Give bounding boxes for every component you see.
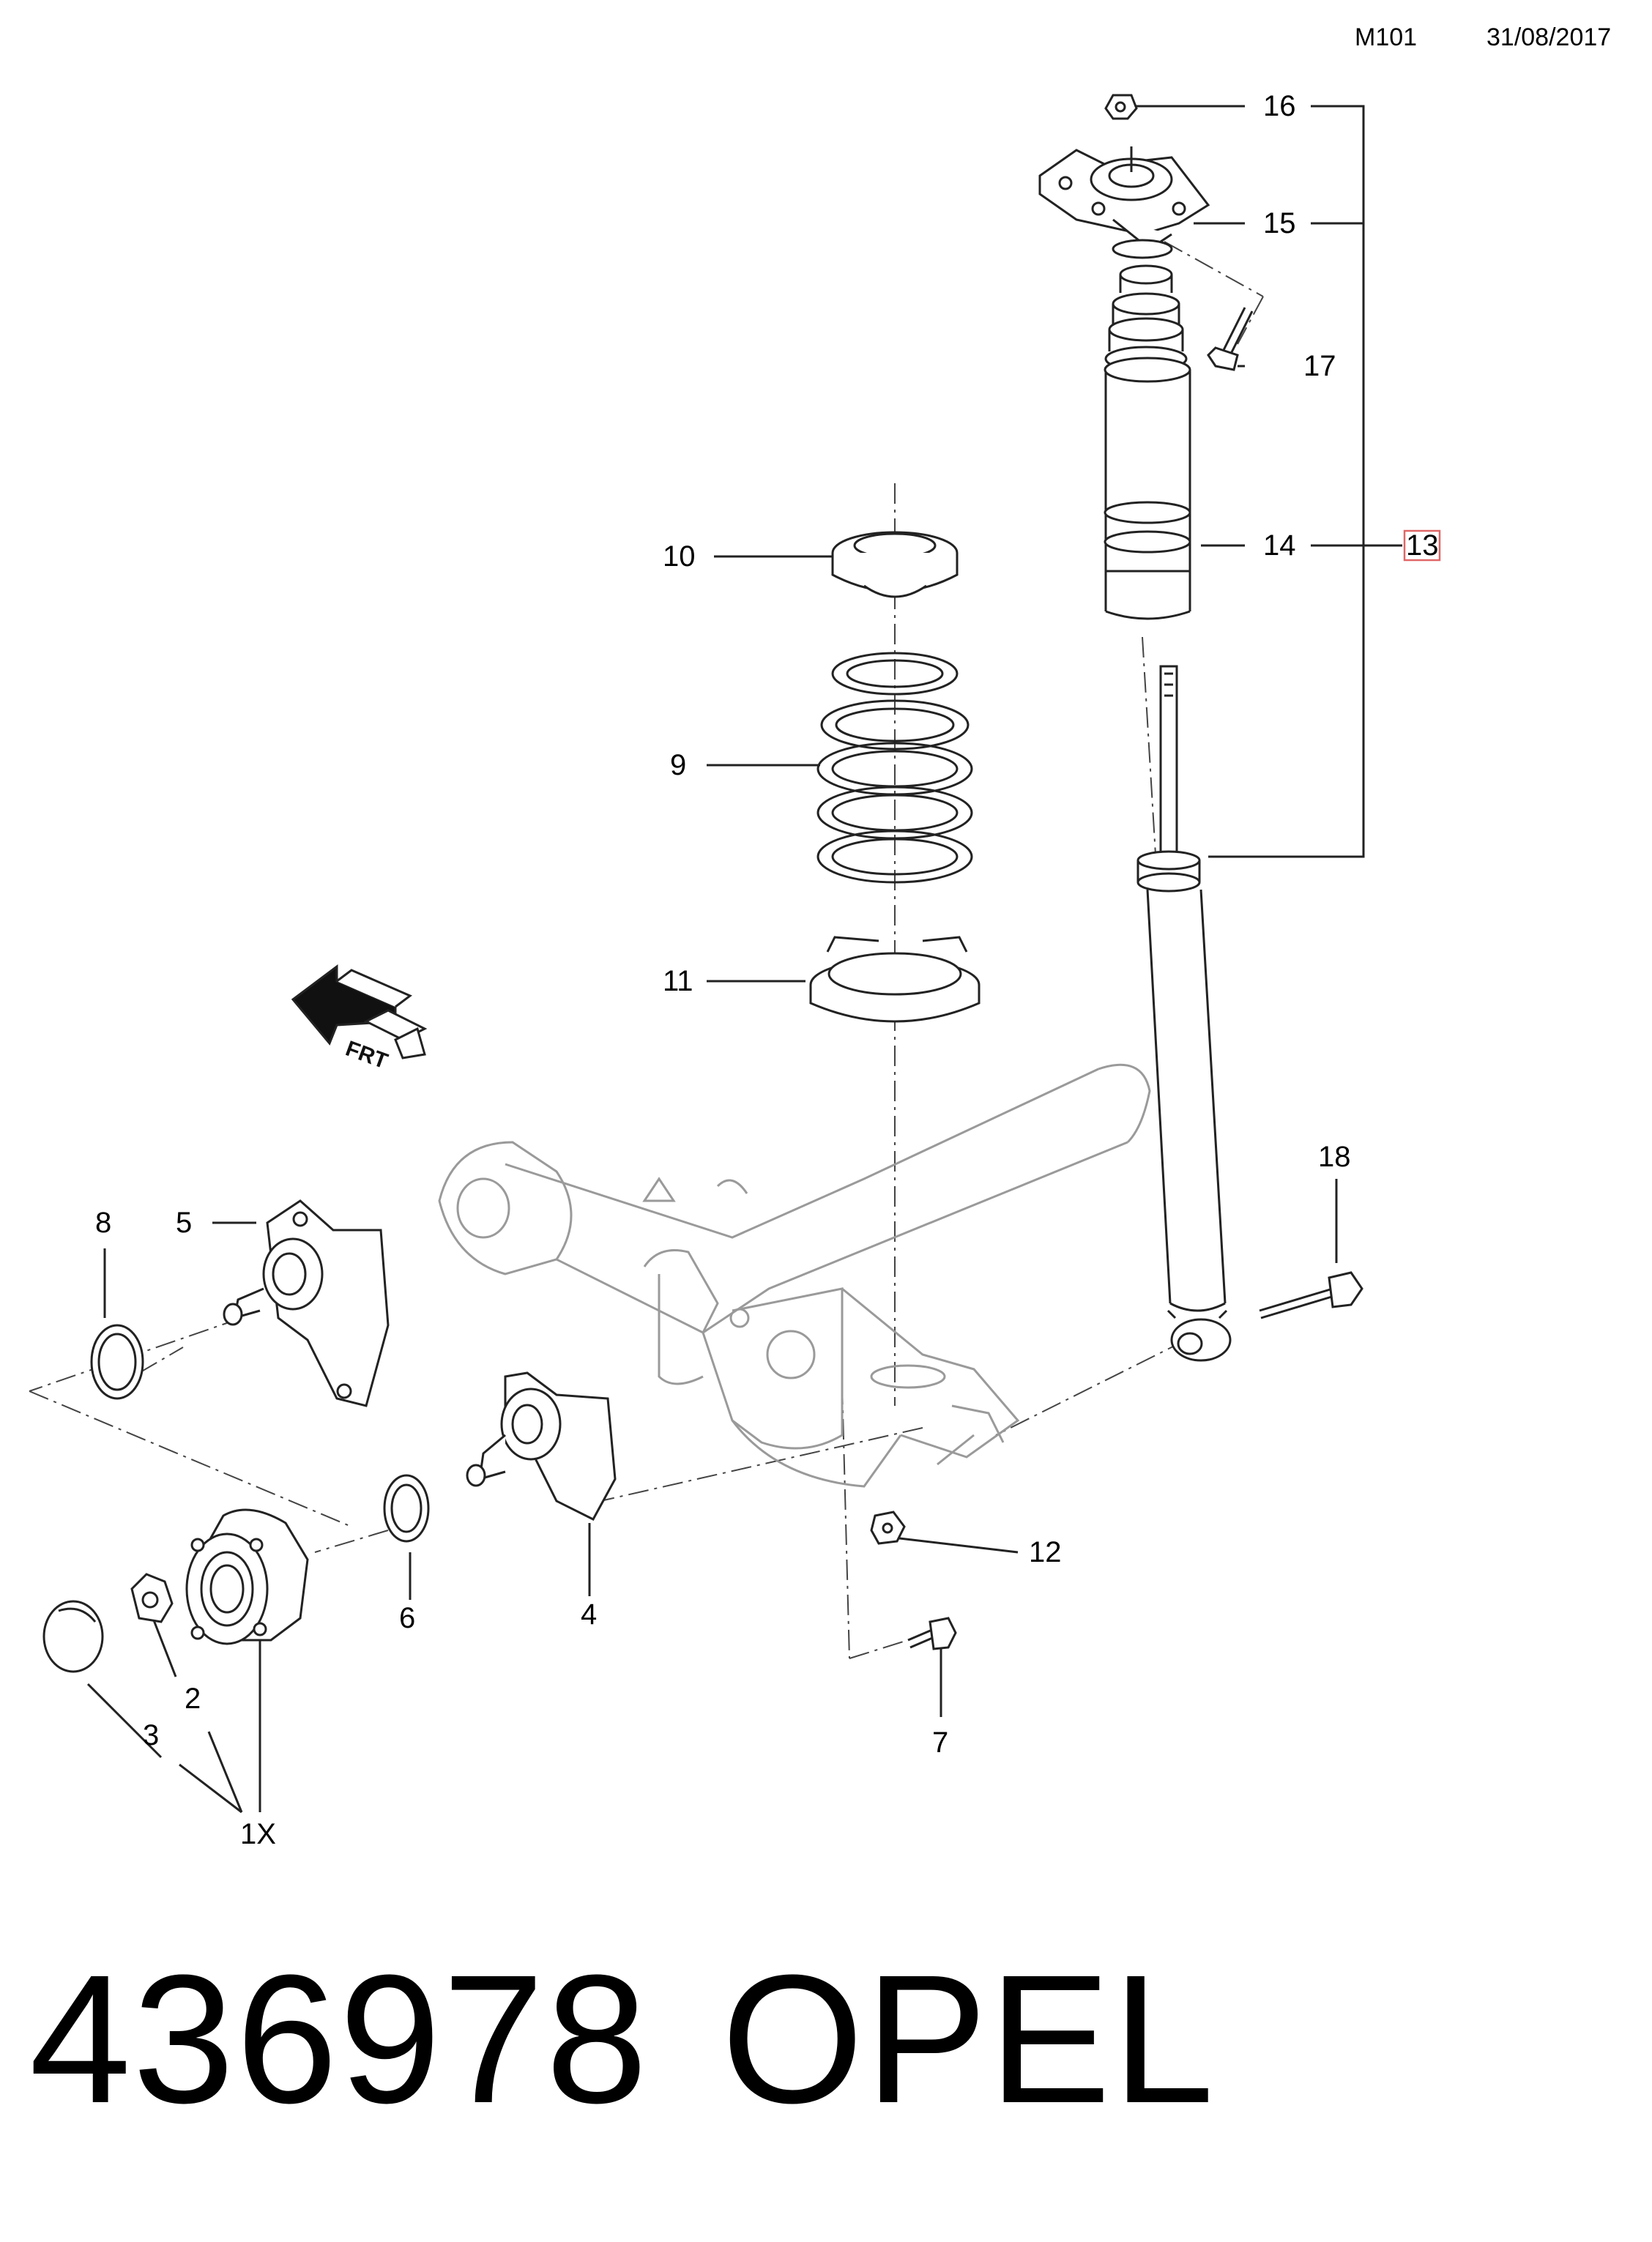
diagram-code: M101 [1355, 23, 1418, 51]
wheel-hub-1x [185, 1508, 309, 1645]
bolt-18 [1259, 1271, 1363, 1319]
lower-spring-seat-11 [809, 936, 981, 1023]
assembly-bracket-13 [1208, 105, 1365, 858]
top-nut-16 [1104, 94, 1138, 120]
top-mount-15 [1038, 146, 1210, 259]
callout-6: 6 [399, 1602, 415, 1634]
brand-name: OPEL [721, 1937, 1216, 2141]
callout-11: 11 [663, 965, 693, 997]
hub-nut-2 [130, 1573, 174, 1623]
front-direction-arrow: FRT [291, 964, 428, 1074]
callout-8: 8 [95, 1207, 111, 1239]
callout-7: 7 [932, 1727, 948, 1759]
shock-absorber [1136, 665, 1232, 1362]
callout-9: 9 [670, 749, 686, 781]
callout-17: 17 [1303, 350, 1336, 382]
seal-ring-6 [383, 1474, 430, 1543]
callout-3: 3 [143, 1719, 159, 1751]
callout-12: 12 [1029, 1536, 1062, 1568]
upper-spring-seat-10 [831, 531, 959, 598]
callout-14: 14 [1263, 529, 1296, 562]
callout-18: 18 [1318, 1141, 1351, 1173]
coil-spring-9 [816, 652, 973, 884]
diagram-date: 31/08/2017 [1487, 23, 1612, 51]
callout-13: 13 [1406, 529, 1439, 562]
callout-10: 10 [663, 540, 696, 573]
nut-12 [870, 1511, 906, 1545]
callout-1x: 1X [240, 1818, 276, 1850]
dust-cap-3 [42, 1600, 104, 1673]
seal-ring-8 [90, 1324, 144, 1400]
callout-5: 5 [176, 1207, 192, 1239]
rear-axle-beam [438, 1063, 1151, 1488]
part-number: 436978 [29, 1937, 650, 2141]
callout-13-highlight [1403, 529, 1441, 562]
hub-carrier-5 [223, 1199, 390, 1407]
callout-4: 4 [581, 1598, 597, 1631]
bolt-17 [1207, 307, 1254, 371]
frt-label: FRT [343, 1037, 391, 1074]
bolt-7 [907, 1617, 957, 1650]
hub-carrier-4 [466, 1371, 617, 1521]
dust-cover-14 [1104, 264, 1191, 620]
callout-2: 2 [185, 1683, 201, 1715]
callout-15: 15 [1263, 207, 1296, 239]
callout-16: 16 [1263, 90, 1296, 122]
